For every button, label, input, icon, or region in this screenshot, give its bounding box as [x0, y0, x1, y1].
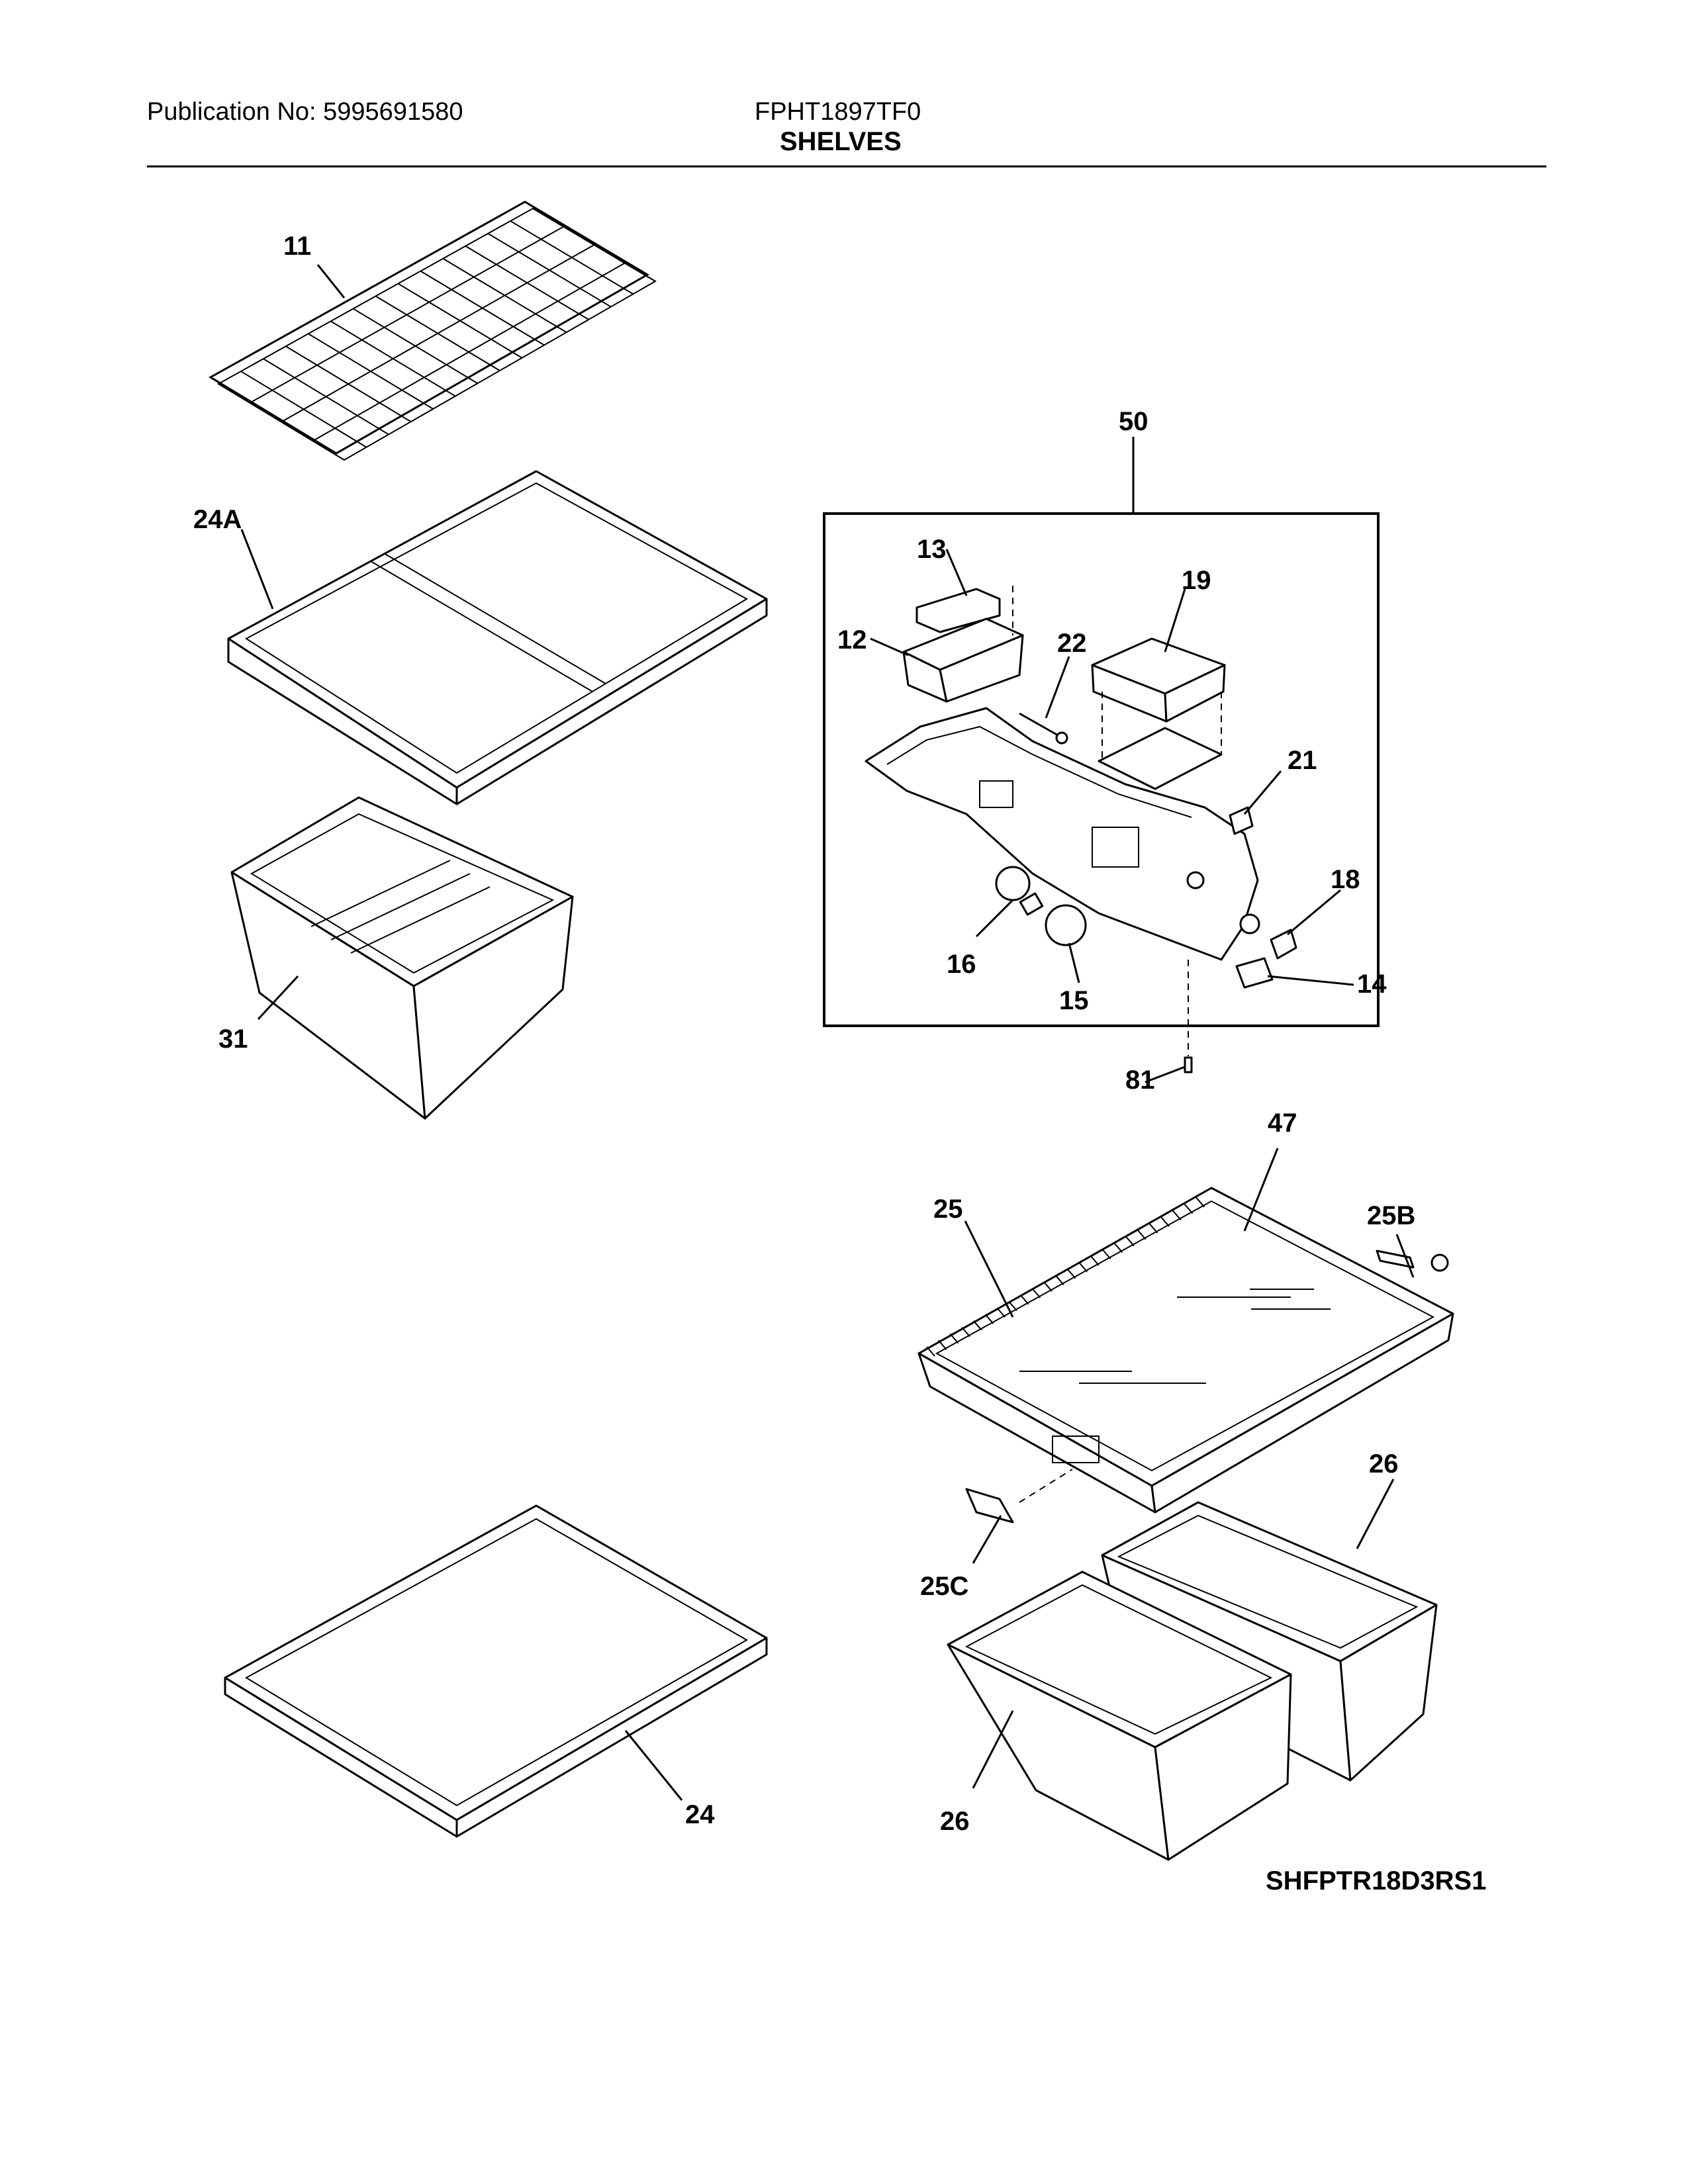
callout-11: 11 — [283, 232, 311, 261]
vent-slot — [1125, 1236, 1135, 1247]
callout-19: 19 — [1182, 566, 1211, 595]
vent-slot — [961, 1326, 970, 1338]
callout-26-top: 26 — [1369, 1449, 1399, 1479]
part-81-screw — [1184, 960, 1193, 1073]
vegetable-drawer-left — [947, 1570, 1292, 1861]
vent-slot — [1043, 1281, 1053, 1292]
part-21-clip — [1229, 806, 1254, 835]
diagram-code: SHFPTR18D3RS1 — [1266, 1866, 1487, 1895]
vent-slot — [1137, 1230, 1147, 1240]
wire-cross-rod — [250, 226, 564, 404]
vent-slot — [1172, 1210, 1182, 1221]
part-16-socket — [995, 866, 1031, 901]
part-19-control — [1091, 637, 1226, 723]
vent-slot — [1113, 1242, 1123, 1253]
vent-slot — [1196, 1197, 1205, 1208]
vent-slot — [1149, 1223, 1158, 1234]
callout-24a: 24A — [193, 505, 242, 534]
callout-25c: 25C — [920, 1572, 968, 1601]
callout-14: 14 — [1357, 970, 1387, 999]
vent-slot — [1066, 1268, 1076, 1279]
vent-slot — [1160, 1216, 1170, 1227]
part-14-switch — [1235, 957, 1274, 989]
vent-slot — [1102, 1249, 1111, 1259]
part-15-bulb — [1019, 892, 1087, 946]
callout-21: 21 — [1288, 746, 1317, 775]
part-25b-clip — [1376, 1250, 1449, 1272]
crisper-cover-25 — [917, 1187, 1454, 1514]
callout-50: 50 — [1119, 407, 1149, 436]
part-25c-clip — [965, 1488, 1014, 1524]
part-13-handle — [915, 588, 1001, 633]
vent-slot — [1090, 1255, 1100, 1266]
wire-shelf — [209, 201, 657, 461]
glass-shelf-24 — [224, 1504, 768, 1838]
callout-47: 47 — [1268, 1109, 1297, 1138]
vent-slot — [973, 1320, 982, 1331]
vent-slot — [949, 1333, 959, 1344]
callout-26-bottom: 26 — [940, 1807, 970, 1836]
callout-31: 31 — [218, 1024, 248, 1054]
page-title: SHELVES — [780, 127, 902, 156]
vent-slot — [984, 1314, 994, 1324]
part-18-knob — [1270, 929, 1297, 960]
vent-slot — [1055, 1275, 1064, 1285]
glass-shelf-24a — [227, 470, 768, 805]
model-number: FPHT1897TF0 — [755, 98, 921, 126]
vent-slot — [937, 1340, 947, 1350]
callout-15: 15 — [1059, 986, 1089, 1015]
vent-slot — [926, 1346, 935, 1357]
callout-18: 18 — [1331, 865, 1360, 894]
vent-slot — [1184, 1203, 1194, 1214]
callout-24: 24 — [685, 1800, 715, 1829]
callout-12: 12 — [837, 625, 867, 655]
callout-22: 22 — [1057, 629, 1087, 658]
light-housing — [865, 707, 1260, 961]
assembly-50-box — [823, 512, 1380, 1027]
header-rule — [147, 165, 1546, 167]
callout-16: 16 — [947, 950, 976, 979]
vent-slot — [1031, 1288, 1041, 1298]
part-22-sensor — [1019, 712, 1068, 745]
callout-25b: 25B — [1367, 1201, 1415, 1230]
vent-slot — [1008, 1300, 1017, 1312]
callout-25: 25 — [933, 1195, 963, 1224]
vent-slot — [996, 1307, 1006, 1318]
vent-slot — [1019, 1295, 1029, 1305]
callout-81: 81 — [1125, 1066, 1155, 1095]
vent-slot — [1078, 1262, 1088, 1273]
publication-number: Publication No: 5995691580 — [147, 98, 463, 126]
wire-cross-rod — [281, 244, 594, 423]
part-12-cover — [902, 617, 1024, 703]
wire-cross-rod — [312, 262, 626, 442]
crisper-drawer-31 — [230, 796, 574, 1120]
callout-13: 13 — [917, 535, 947, 564]
